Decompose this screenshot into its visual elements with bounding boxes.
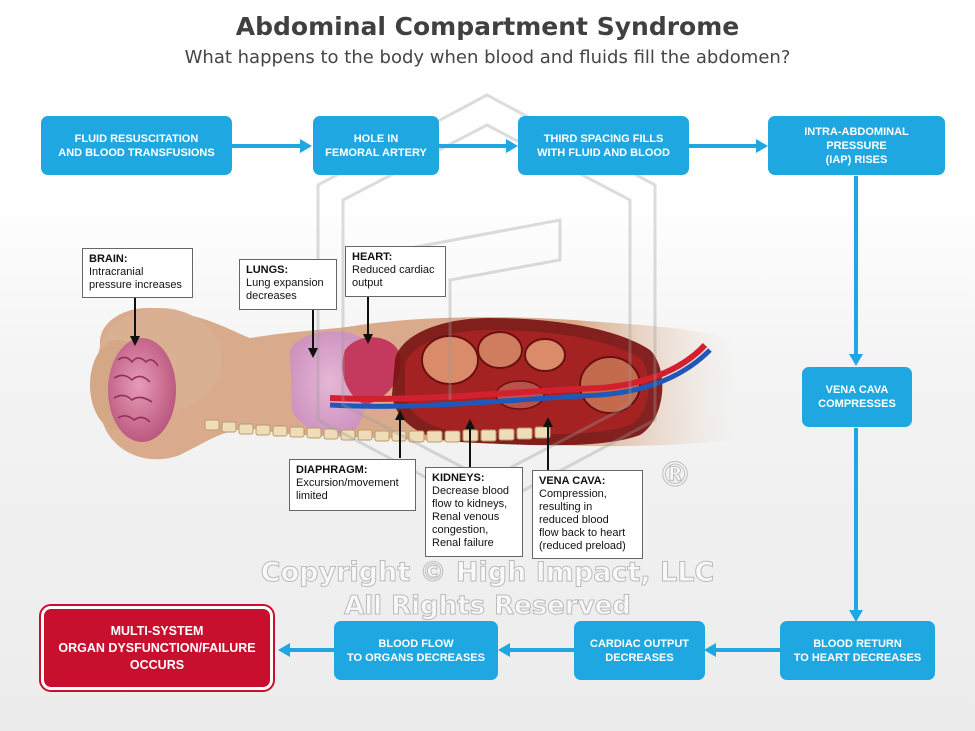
callout-diaphragm-body: Excursion/movement limited: [296, 477, 399, 502]
spine: [204, 419, 551, 443]
box-cardiac-output: CARDIAC OUTPUT DECREASES: [574, 621, 705, 680]
watermark-copyright: Copyright © High Impact, LLC: [260, 557, 715, 589]
callout-pointers: [130, 297, 553, 470]
callout-lungs-heading: LUNGS:: [246, 264, 289, 276]
callout-vena-cava: VENA CAVA: Compression, resulting in red…: [532, 470, 643, 559]
callout-brain: BRAIN: Intracranial pressure increases: [82, 248, 193, 298]
abdomen-cavity: [392, 318, 663, 446]
callout-lungs: LUNGS: Lung expansion decreases: [239, 259, 337, 310]
watermark-registered-mark: ®: [658, 455, 693, 496]
callout-lungs-body: Lung expansion decreases: [246, 277, 324, 302]
callout-heart-body: Reduced cardiac output: [352, 264, 435, 289]
callout-brain-body: Intracranial pressure increases: [89, 266, 182, 291]
box-fluid-resuscitation: FLUID RESUSCITATION AND BLOOD TRANSFUSIO…: [41, 116, 232, 175]
callout-diaphragm-heading: DIAPHRAGM:: [296, 464, 368, 476]
callout-kidneys-heading: KIDNEYS:: [432, 472, 485, 484]
callout-kidneys-body: Decrease blood flow to kidneys, Renal ve…: [432, 485, 510, 549]
box-hole-femoral-artery: HOLE IN FEMORAL ARTERY: [313, 116, 439, 175]
flow-arrows: [232, 139, 863, 657]
callout-heart: HEART: Reduced cardiac output: [345, 246, 446, 297]
callout-kidneys: KIDNEYS: Decrease blood flow to kidneys,…: [425, 467, 523, 557]
brain-organ: [108, 338, 176, 442]
callout-diaphragm: DIAPHRAGM: Excursion/movement limited: [289, 459, 416, 511]
diagram-title: Abdominal Compartment Syndrome: [235, 12, 740, 41]
box-multi-system-failure: MULTI-SYSTEM ORGAN DYSFUNCTION/FAILURE O…: [41, 606, 273, 690]
callout-vena-cava-heading: VENA CAVA:: [539, 475, 606, 487]
diagram-subtitle: What happens to the body when blood and …: [184, 47, 791, 68]
callout-heart-heading: HEART:: [352, 251, 393, 263]
callout-vena-cava-body: Compression, resulting in reduced blood …: [539, 488, 626, 552]
vena-cava-vessel: [329, 348, 712, 409]
watermark-rights: All Rights Reserved: [344, 591, 632, 622]
box-vena-cava-compresses: VENA CAVA COMPRESSES: [802, 367, 912, 427]
box-iap-rises: INTRA-ABDOMINAL PRESSURE (IAP) RISES: [768, 116, 945, 175]
box-third-spacing: THIRD SPACING FILLS WITH FLUID AND BLOOD: [518, 116, 689, 175]
heart-organ: [342, 337, 401, 405]
aorta-vessel: [329, 342, 708, 402]
box-blood-flow-organs: BLOOD FLOW TO ORGANS DECREASES: [334, 621, 498, 680]
callout-brain-heading: BRAIN:: [89, 253, 128, 265]
box-blood-return: BLOOD RETURN TO HEART DECREASES: [780, 621, 935, 680]
